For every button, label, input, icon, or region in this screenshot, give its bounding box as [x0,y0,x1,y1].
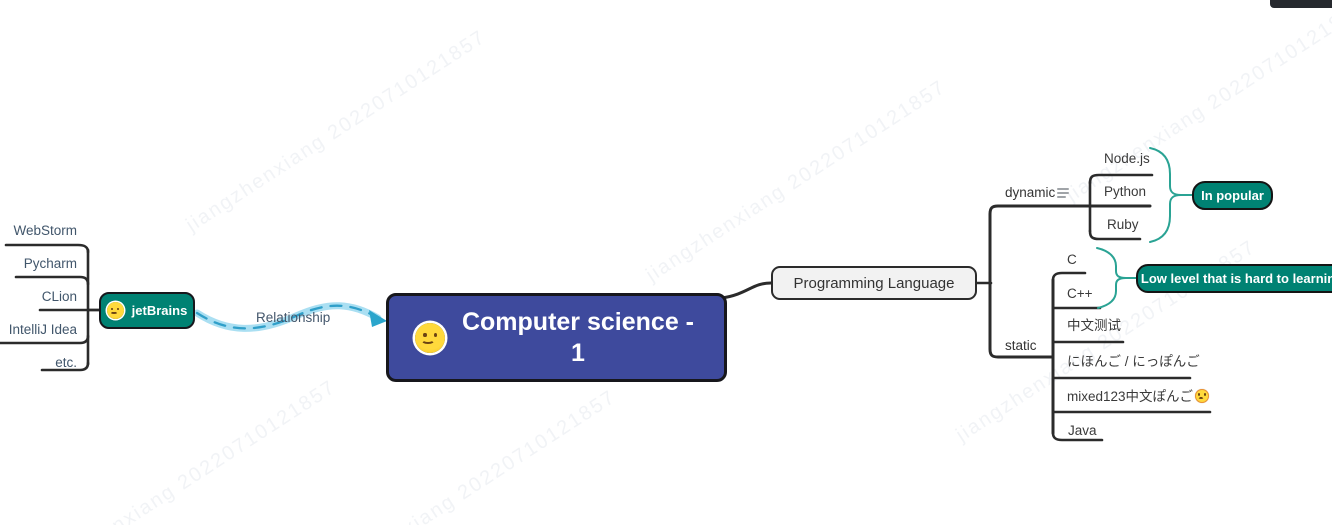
node-etc[interactable]: etc. [55,355,77,370]
node-zh-test[interactable]: 中文测试 [1067,318,1121,333]
relationship-label[interactable]: Relationship [256,310,331,325]
node-root[interactable]: Computer science - 1 [386,293,727,382]
mixed123-label: mixed123中文ぽんご [1067,389,1194,404]
relationship-arrowhead [369,310,387,327]
node-java[interactable]: Java [1068,423,1097,438]
node-jp-nihongo[interactable]: にほんご / にっぽんご [1067,354,1200,369]
toolbar-fragment [1270,0,1332,8]
jetbrains-label: jetBrains [131,303,188,318]
node-static[interactable]: static [1005,338,1037,353]
branch-c [1051,271,1087,282]
branch-pycharm [14,275,90,286]
node-webstorm[interactable]: WebStorm [13,223,77,238]
branch-ruby [1088,229,1142,241]
summary-in-popular[interactable]: In popular [1192,181,1273,210]
node-programming-language[interactable]: Programming Language [771,266,977,300]
summary-low-level[interactable]: Low level that is hard to learning [1136,264,1332,293]
root-label: Computer science - 1 [461,308,694,367]
in-popular-label: In popular [1201,188,1264,203]
node-jetbrains[interactable]: jetBrains [99,292,195,329]
branch-right-trunk [988,204,1152,359]
menu-icon[interactable] [1057,188,1069,198]
programming-language-label: Programming Language [793,274,955,292]
node-dynamic[interactable]: dynamic [1005,185,1056,200]
node-clion[interactable]: CLion [41,289,77,304]
node-c[interactable]: C [1067,252,1077,267]
smiling-face-with-smiling-eyes-icon [1195,389,1210,403]
node-intellij-idea[interactable]: IntelliJ Idea [8,322,77,337]
branch-nodejs [1088,173,1154,185]
branch-java [1051,431,1104,442]
smiling-face-icon [106,302,124,319]
branch-webstorm [4,243,90,254]
summary-bracket-static [1096,247,1127,309]
node-mixed123[interactable]: mixed123中文ぽんご [1067,389,1210,405]
node-pycharm[interactable]: Pycharm [23,256,77,271]
relationship-arrow [193,302,387,332]
branch-root-pl [720,281,773,300]
slightly-smiling-face-icon [415,322,445,353]
relationship-dashes [195,304,380,330]
node-nodejs[interactable]: Node.js [1104,151,1150,166]
node-python[interactable]: Python [1104,184,1147,199]
node-cpp[interactable]: C++ [1067,286,1093,301]
summary-bracket-dynamic [1149,147,1182,243]
node-ruby[interactable]: Ruby [1107,217,1139,232]
low-level-label: Low level that is hard to learning [1140,271,1332,286]
